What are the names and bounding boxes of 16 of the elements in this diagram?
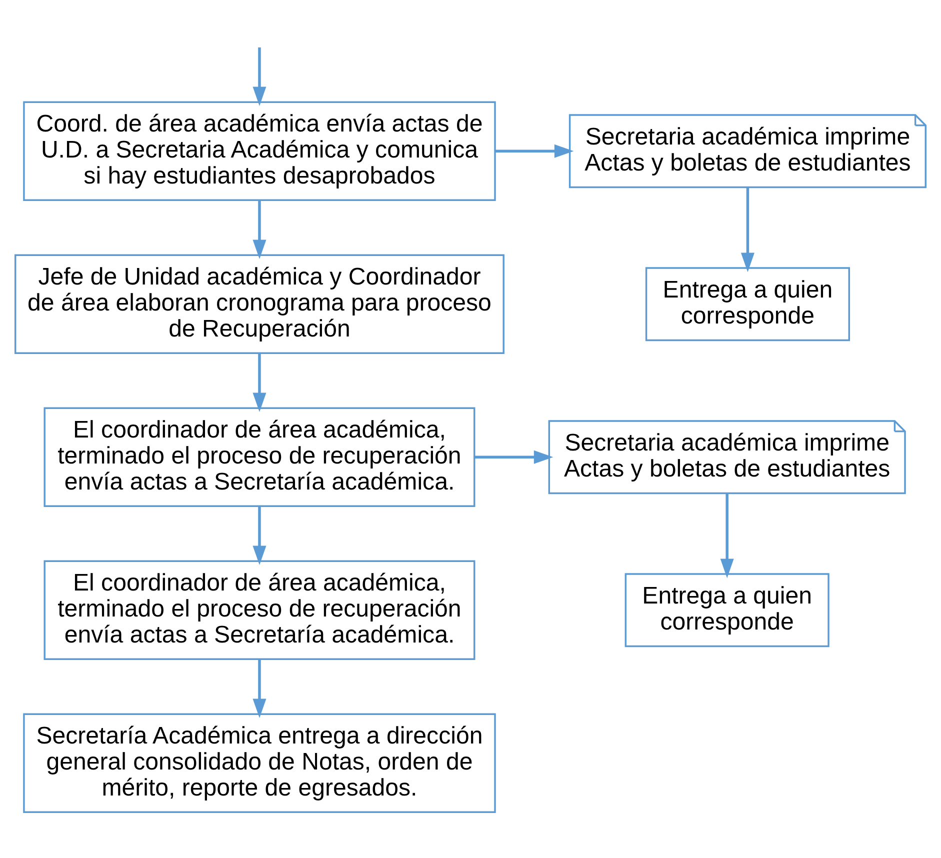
arrow <box>252 506 266 566</box>
arrow <box>720 494 734 578</box>
arrow <box>252 47 266 106</box>
node-box: Entrega a quien corresponde <box>624 573 830 648</box>
arrow <box>252 659 266 718</box>
arrow <box>474 450 554 464</box>
node-box: El coordinador de área académica, terminado el proceso de recuperación envía actas a Secretaría académica. <box>44 407 476 507</box>
arrow <box>740 188 754 272</box>
arrow <box>252 353 266 412</box>
node-box: Secretaría Académica entrega a dirección general consolidado de Notas, orden de mérito, reporte de egresados. <box>23 713 496 813</box>
node-box: Entrega a quien corresponde <box>645 267 850 342</box>
arrow <box>495 144 574 158</box>
node-box: Jefe de Unidad académica y Coordinador de área elaboran cronograma para proceso de Recuperación <box>14 254 504 354</box>
node-box: Coord. de área académica envía actas de U.D. a Secretaria Académica y comunica si hay estudiantes desaprobados <box>23 101 496 201</box>
node-box: El coordinador de área académica, terminado el proceso de recuperación envía actas a Secretaría académica. <box>44 560 476 660</box>
arrow <box>252 200 266 260</box>
